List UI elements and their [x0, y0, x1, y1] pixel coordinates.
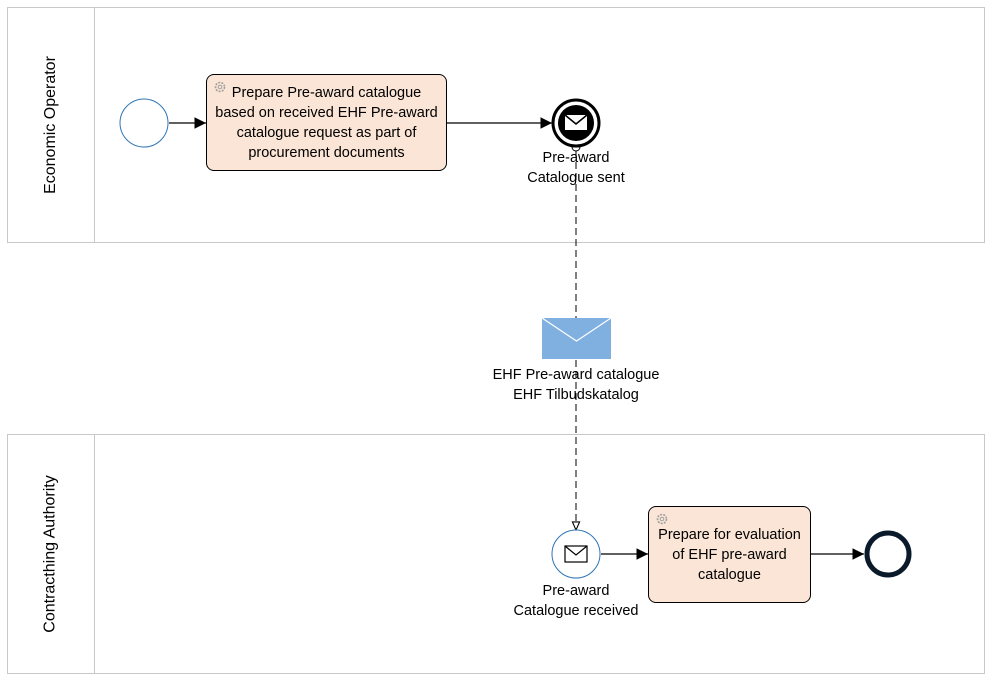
send-message-event[interactable]: [551, 98, 601, 148]
label-catalogue-sent-line1: Pre-award: [542, 150, 610, 166]
label-message-line2: EHF Tilbudskatalog: [513, 387, 639, 403]
task-prepare-evaluation[interactable]: Prepare for evaluation of EHF pre-award …: [648, 506, 811, 603]
task-prepare-catalogue[interactable]: Prepare Pre-award catalogue based on rec…: [206, 74, 447, 171]
label-catalogue-received-line2: Catalogue received: [513, 603, 639, 619]
label-message: EHF Pre-award catalogue EHF Tilbudskatal…: [466, 365, 686, 405]
label-message-line1: EHF Pre-award catalogue: [492, 367, 660, 383]
start-event[interactable]: [119, 98, 169, 148]
lane-economic-operator: Economic Operator: [7, 7, 985, 243]
gear-icon: [214, 81, 226, 93]
end-event[interactable]: [864, 530, 912, 578]
lane-header-economic-operator: Economic Operator: [8, 8, 95, 242]
gear-icon: [656, 513, 668, 525]
receive-message-event[interactable]: [551, 529, 601, 579]
lane-header-contracting-authority: Contracthing Authority: [8, 435, 95, 673]
message-envelope-icon[interactable]: [541, 317, 612, 359]
label-catalogue-sent-line2: Catalogue sent: [527, 170, 625, 186]
task-prepare-evaluation-label: Prepare for evaluation of EHF pre-award …: [658, 526, 801, 583]
label-catalogue-received-line1: Pre-award: [542, 583, 610, 599]
envelope-outline-icon: [564, 545, 588, 563]
envelope-filled-icon: [564, 114, 588, 130]
task-prepare-catalogue-label: Prepare Pre-award catalogue based on rec…: [215, 84, 438, 161]
label-catalogue-received: Pre-award Catalogue received: [486, 581, 666, 621]
label-catalogue-sent: Pre-award Catalogue sent: [496, 148, 656, 188]
